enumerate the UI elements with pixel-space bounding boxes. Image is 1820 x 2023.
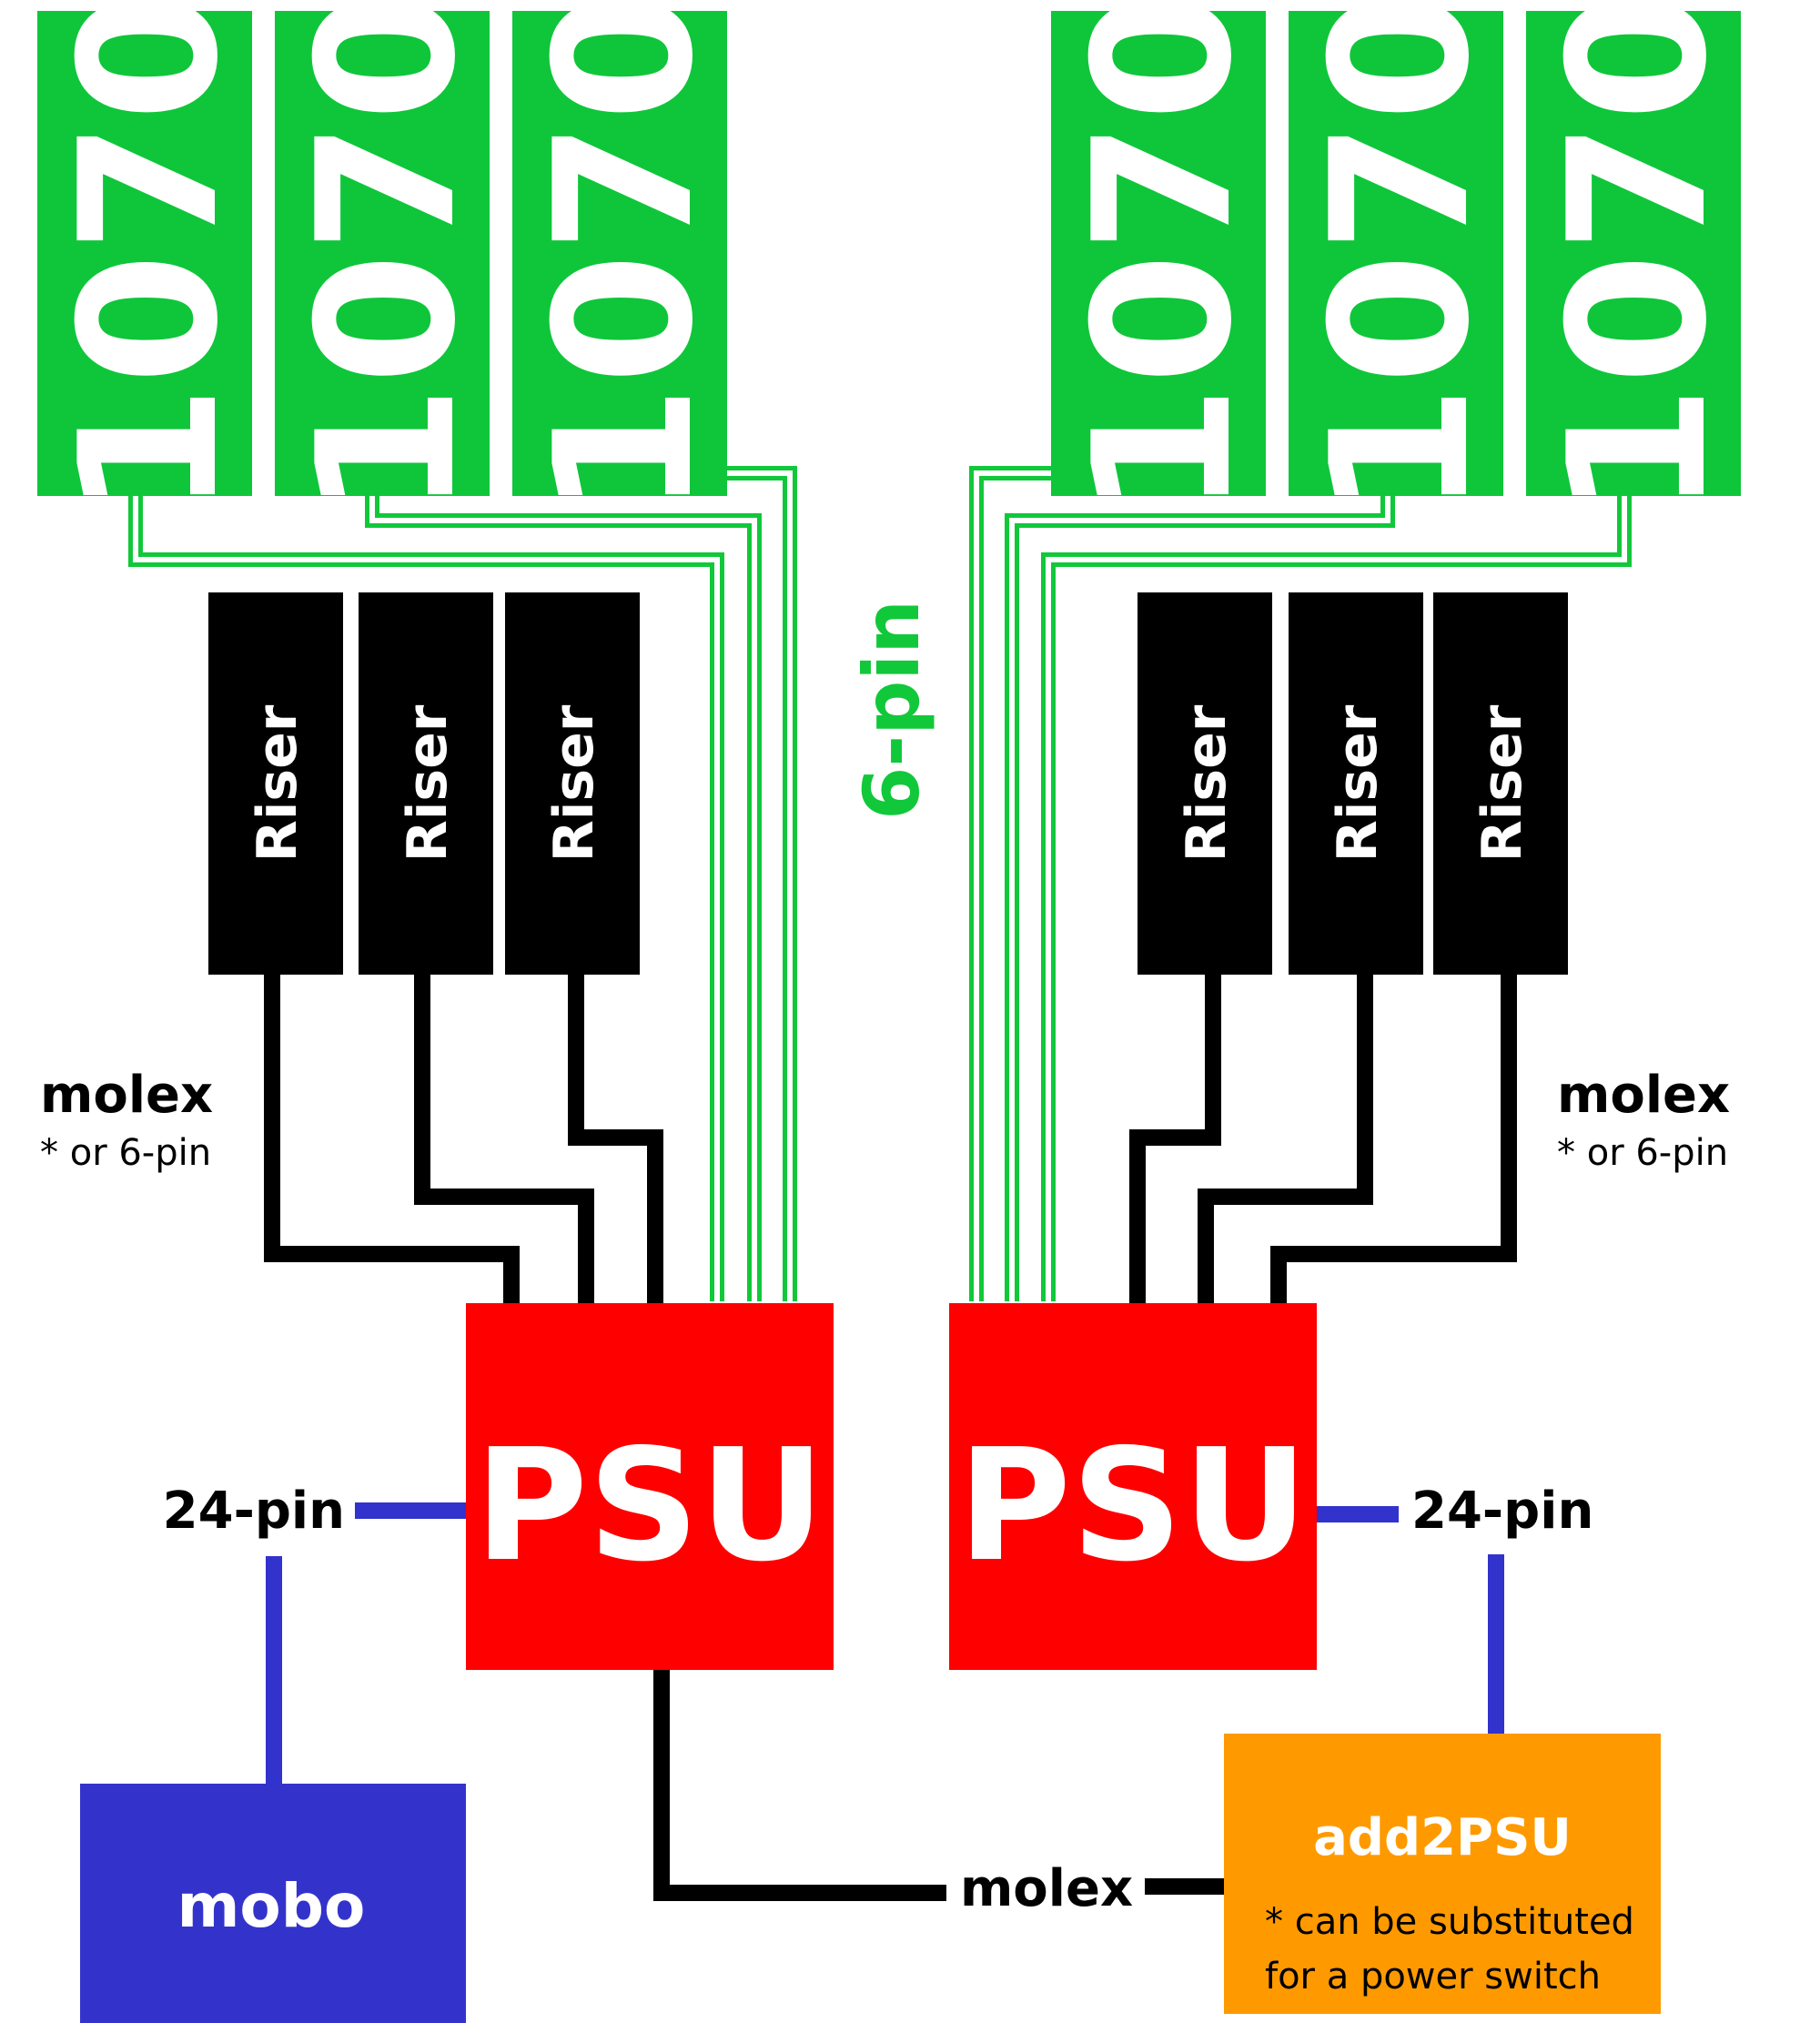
molex-wire-left-2 [414, 969, 594, 1303]
add2psu-note-line1: * can be substituted [1265, 1901, 1634, 1943]
gpu-card: 1070 [1051, 0, 1274, 516]
riser-group-right: Riser Riser Riser [1138, 592, 1568, 975]
gpu-group-left: 1070 1070 1070 [37, 0, 735, 516]
riser-label: Riser [1471, 704, 1534, 862]
molex-bottom-label: molex [960, 1859, 1133, 1918]
six-pin-label: 6-pin [847, 600, 936, 820]
gpu-group-right: 1070 1070 1070 [1051, 0, 1749, 516]
riser-group-left: Riser Riser Riser [208, 592, 640, 975]
riser-label: Riser [1175, 704, 1239, 862]
twentyfour-pin-wires [266, 1502, 1504, 1784]
gpu-label: 1070 [1529, 0, 1749, 516]
pin24-left-label: 24-pin [163, 1482, 345, 1541]
add2psu-note-line2: for a power switch [1265, 1956, 1601, 1998]
molex-right-label: molex [1557, 1066, 1730, 1125]
molex-wire-right-2 [1198, 969, 1373, 1303]
riser-label: Riser [542, 704, 606, 862]
molex-wire-left-1 [264, 969, 520, 1303]
psu-right-label: PSU [957, 1416, 1308, 1596]
psu-left-label: PSU [474, 1416, 824, 1596]
bottom-molex-wire [653, 1670, 1224, 1901]
psu-right: PSU [949, 1303, 1317, 1670]
add2psu-title: add2PSU [1313, 1808, 1572, 1867]
molex-right-note: * or 6-pin [1557, 1132, 1728, 1174]
molex-wire-left-3 [568, 969, 663, 1303]
gpu-label: 1070 [1291, 0, 1512, 516]
molex-wire-right-3 [1270, 969, 1517, 1303]
riser-molex-wires [264, 969, 1517, 1303]
riser-card: Riser [1433, 592, 1568, 975]
molex-left-label: molex [40, 1066, 213, 1125]
mobo-label: mobo [177, 1871, 366, 1941]
gpu-label: 1070 [515, 0, 735, 516]
gpu-label: 1070 [1054, 0, 1274, 516]
psu-left: PSU [466, 1303, 834, 1670]
molex-left-note: * or 6-pin [40, 1132, 211, 1174]
gpu-label: 1070 [40, 0, 260, 516]
gpu-card: 1070 [1289, 0, 1512, 516]
gpu-card: 1070 [275, 0, 498, 516]
gpu-card: 1070 [512, 0, 735, 516]
gpu-card: 1070 [1526, 0, 1749, 516]
mobo-box: mobo [80, 1784, 466, 2023]
riser-card: Riser [1289, 592, 1423, 975]
riser-card: Riser [505, 592, 640, 975]
riser-label: Riser [246, 704, 309, 862]
riser-card: Riser [208, 592, 343, 975]
riser-card: Riser [1138, 592, 1272, 975]
six-pin-wires [128, 466, 1632, 1303]
molex-wire-right-1 [1129, 969, 1221, 1303]
riser-label: Riser [396, 704, 460, 862]
add2psu-box: add2PSU * can be substituted for a power… [1224, 1734, 1661, 2014]
riser-label: Riser [1326, 704, 1390, 862]
riser-card: Riser [359, 592, 493, 975]
gpu-card: 1070 [37, 0, 260, 516]
pin24-right-label: 24-pin [1411, 1482, 1593, 1541]
gpu-label: 1070 [278, 0, 498, 516]
